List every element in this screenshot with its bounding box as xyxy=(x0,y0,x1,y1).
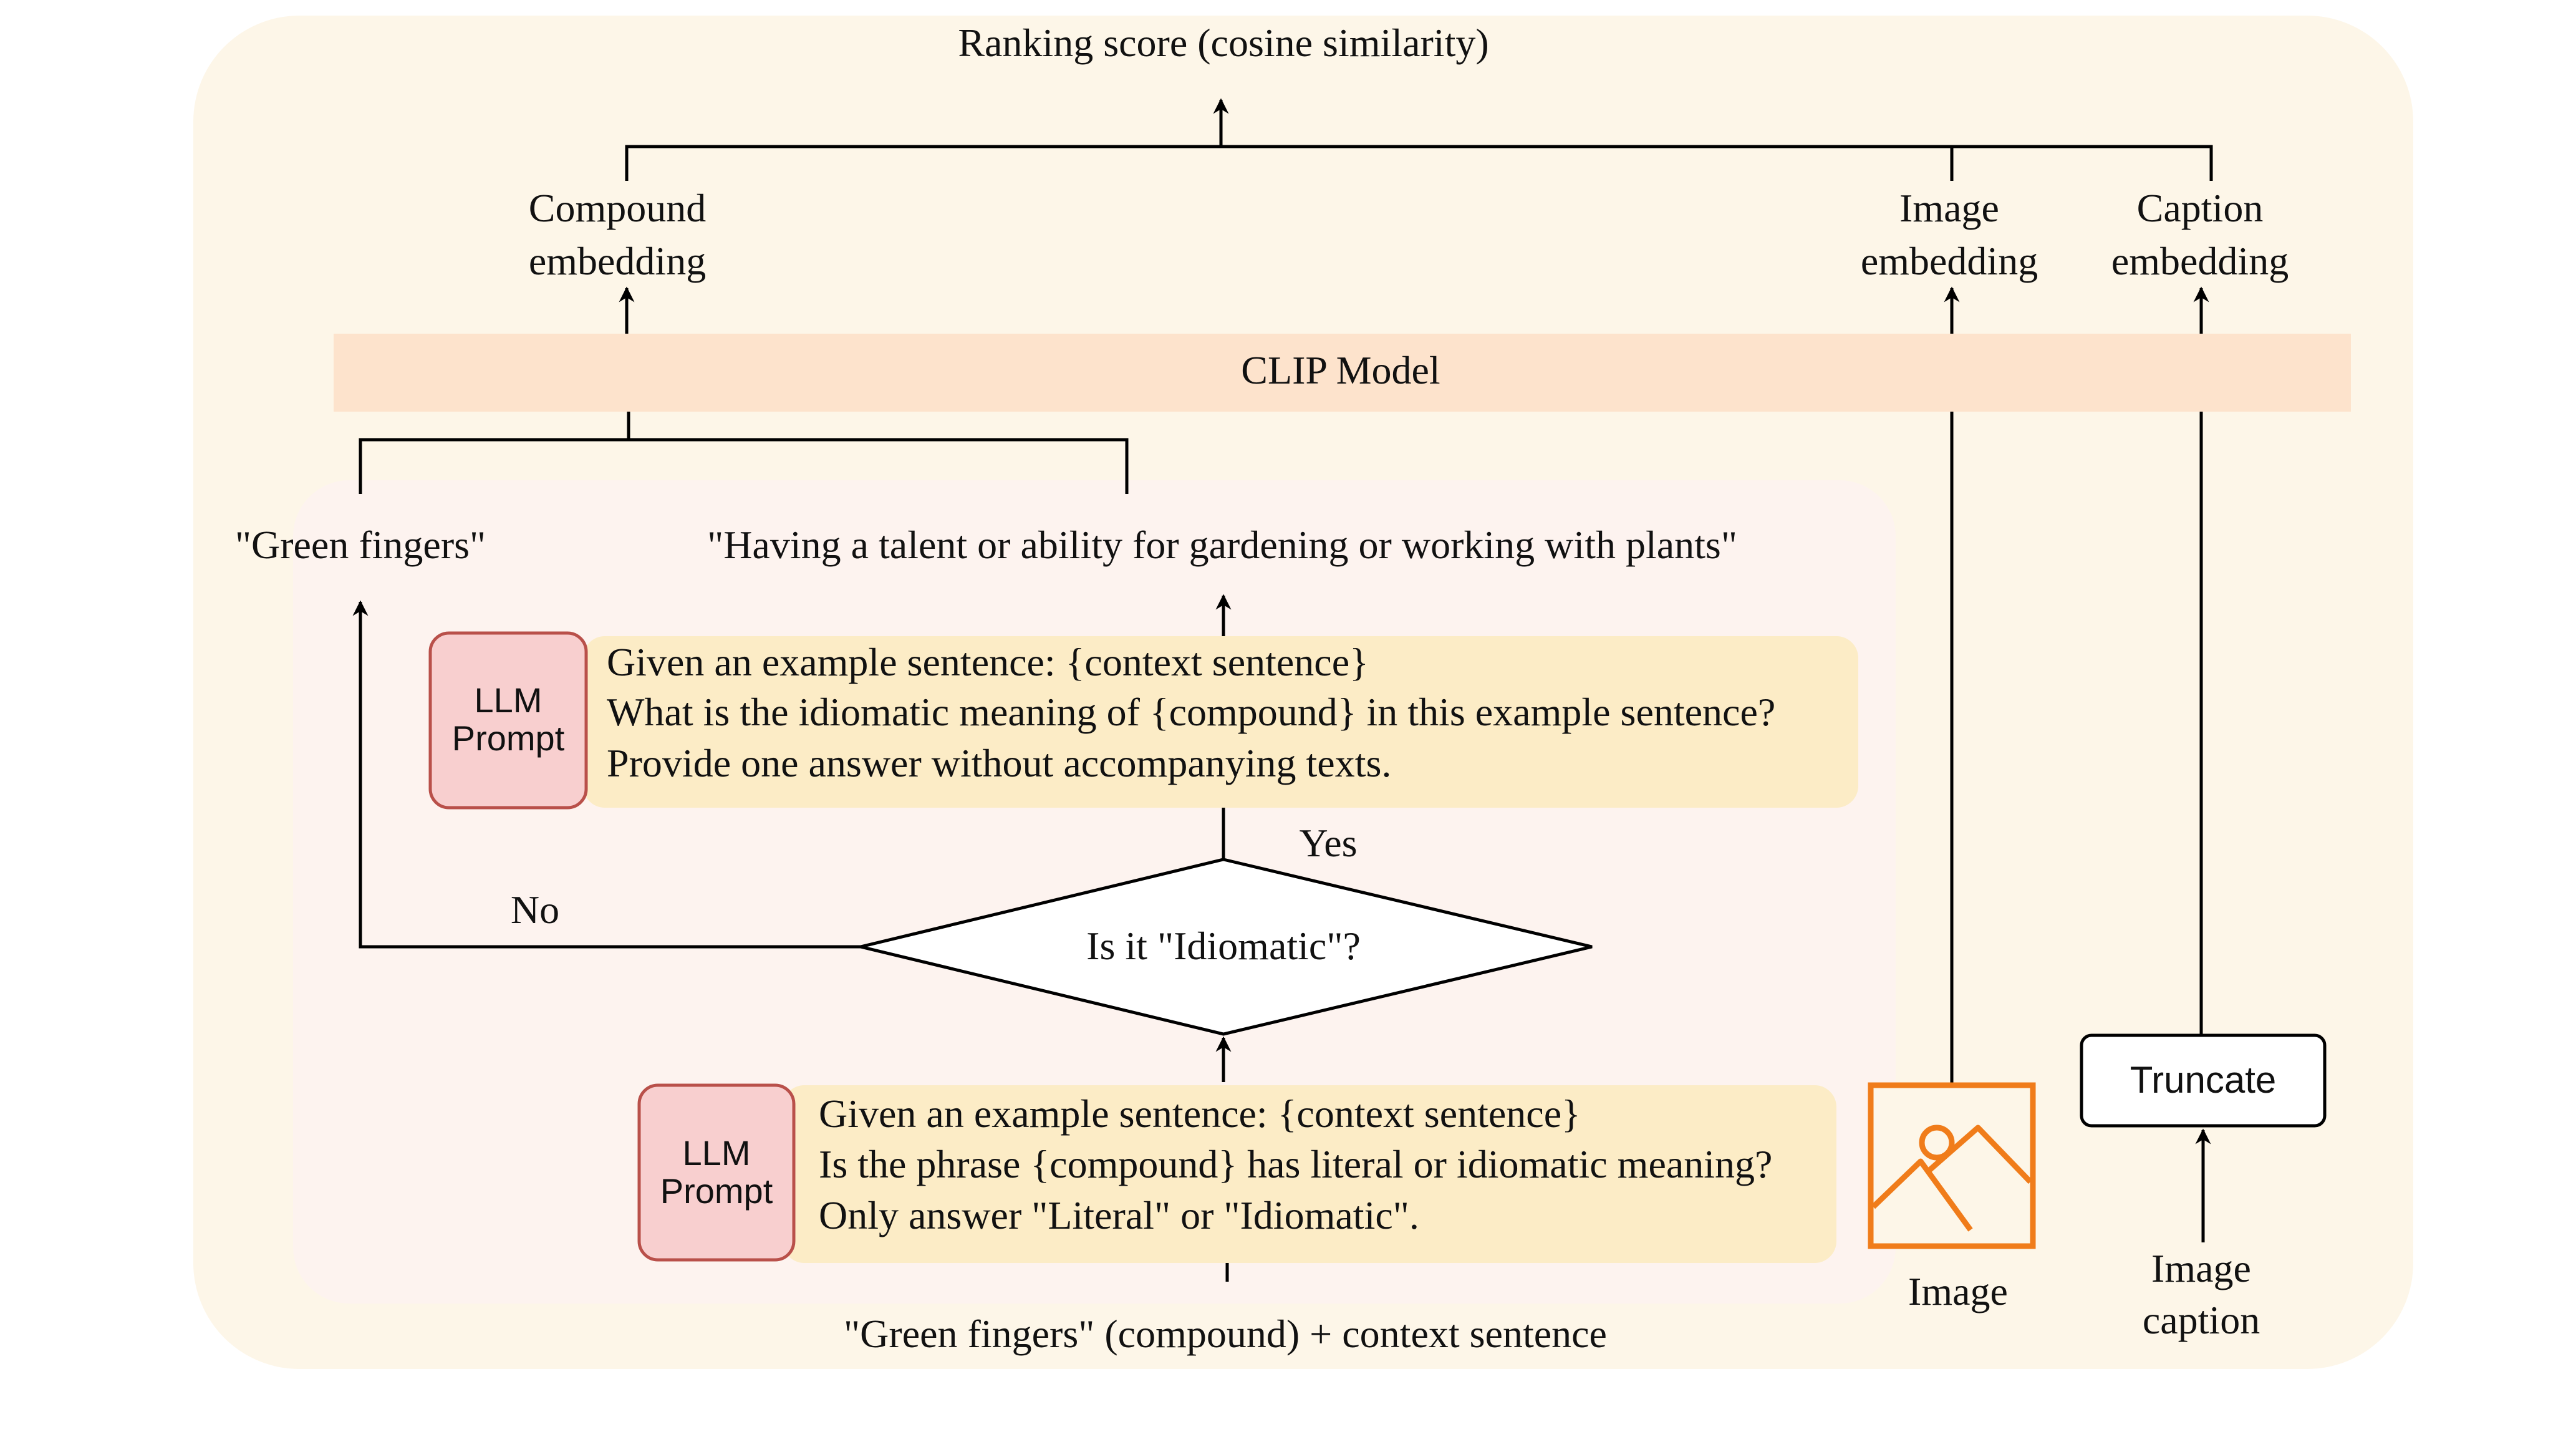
llm-prompt-top-line: What is the idiomatic meaning of {compou… xyxy=(607,690,1775,734)
llm-prompt-bottom-line: Is the phrase {compound} has literal or … xyxy=(819,1142,1772,1186)
llm-prompt-bottom-badge xyxy=(637,1083,796,1262)
compound-bracket xyxy=(359,438,1129,494)
meaning-label: "Having a talent or ability for gardenin… xyxy=(707,523,1737,567)
ranking-score-title: Ranking score (cosine similarity) xyxy=(958,21,1488,65)
decision-diamond xyxy=(860,858,1593,1036)
image-caption-label-2: caption xyxy=(2143,1298,2260,1342)
image-icon xyxy=(1868,1082,2036,1249)
llm-prompt-bottom-badge-label-2: Prompt xyxy=(660,1171,773,1211)
clip-model-band xyxy=(334,334,2351,412)
yes-label: Yes xyxy=(1299,821,1357,865)
no-label: No xyxy=(511,888,559,932)
green-fingers-label: "Green fingers" xyxy=(235,523,486,567)
decision-question: Is it "Idiomatic"? xyxy=(1086,924,1361,968)
llm-prompt-bottom-badge-label: LLM xyxy=(683,1133,751,1173)
image-embedding-label: Image xyxy=(1899,186,1999,230)
llm-prompt-top-badge-label-2: Prompt xyxy=(452,718,565,758)
truncate-box xyxy=(2080,1033,2327,1128)
llm-prompt-top-badge xyxy=(428,631,588,810)
compound-embedding-label-2: embedding xyxy=(529,239,706,283)
llm-prompt-bottom-box xyxy=(783,1085,1836,1263)
truncate-label: Truncate xyxy=(2130,1059,2277,1101)
input-label: "Green fingers" (compound) + context sen… xyxy=(844,1312,1607,1356)
image-embedding-label-2: embedding xyxy=(1861,239,2038,283)
top-connector xyxy=(625,145,2213,181)
llm-prompt-top-badge-label: LLM xyxy=(475,680,543,720)
caption-embedding-label-2: embedding xyxy=(2111,239,2289,283)
caption-embedding-label: Caption xyxy=(2137,186,2264,230)
llm-prompt-top-line: Given an example sentence: {context sent… xyxy=(607,640,1369,684)
image-caption-label: Image xyxy=(2151,1246,2251,1290)
image-label: Image xyxy=(1908,1269,2008,1313)
llm-prompt-bottom-line: Given an example sentence: {context sent… xyxy=(819,1091,1581,1136)
llm-prompt-bottom-line: Only answer "Literal" or "Idiomatic". xyxy=(819,1193,1419,1237)
llm-prompt-top-line: Provide one answer without accompanying … xyxy=(607,741,1391,785)
clip-model-label: CLIP Model xyxy=(1241,348,1440,392)
compound-embedding-label: Compound xyxy=(529,186,706,230)
no-path xyxy=(352,600,861,949)
llm-prompt-top-box xyxy=(583,636,1858,808)
